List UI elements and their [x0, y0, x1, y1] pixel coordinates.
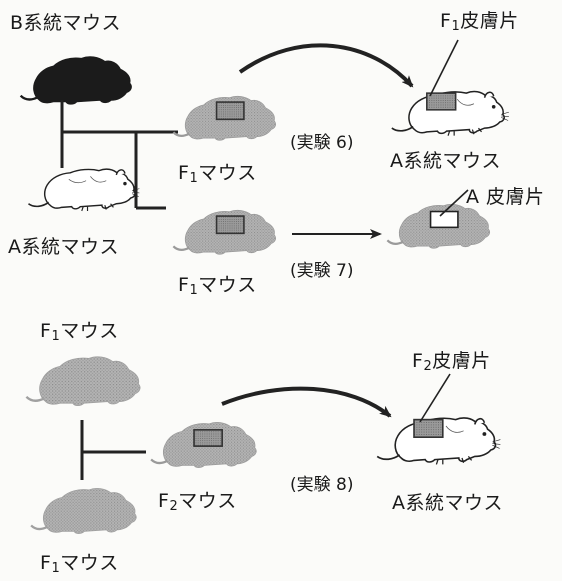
experiment-8-label: (実験 8) — [290, 475, 354, 495]
a-skin-pointer — [439, 189, 469, 217]
a-strain-recipient-exp8-label: A系統マウス — [392, 492, 503, 514]
a-strain-recipient-exp8 — [376, 417, 502, 466]
a-strain-recipient-exp6-label: A系統マウス — [390, 150, 501, 172]
cross-lines-bottom — [80, 420, 146, 480]
a-skin-label: A 皮膚片 — [466, 186, 545, 208]
f2-skin-label: F2皮膚片 — [412, 350, 491, 374]
f1-label-exp6: F1マウス — [178, 162, 257, 186]
f1-skin-label: F1皮膚片 — [440, 10, 519, 34]
f1-recipient-exp7 — [386, 203, 491, 250]
a-strain-parent-mouse — [27, 168, 141, 212]
f1-mouse-exp6 — [172, 95, 277, 142]
f2-skin-pointer — [419, 373, 451, 423]
a-strain-recipient-exp6 — [391, 90, 510, 137]
transplant-arrow-exp6 — [238, 43, 414, 88]
f1-mouse-exp7 — [172, 209, 277, 256]
b-strain-label: B系統マウス — [10, 12, 122, 34]
experiment-7-label: (実験 7) — [290, 261, 354, 281]
f2-label: F2マウス — [158, 490, 237, 514]
f1-label-exp7: F1マウス — [178, 274, 257, 298]
cross-lines-top — [60, 100, 178, 210]
f1-top-parent-label: F1マウス — [40, 320, 119, 344]
f1-parent-bottom-mouse — [30, 487, 138, 535]
experiment-6-label: (実験 6) — [290, 133, 354, 153]
f1-parent-top-mouse — [25, 355, 142, 407]
a-strain-parent-label: A系統マウス — [8, 236, 119, 258]
f1-skin-pointer — [429, 39, 459, 97]
b-strain-mouse — [19, 55, 133, 106]
f1-bottom-parent-label: F1マウス — [40, 552, 119, 576]
transplant-arrow-exp8 — [221, 386, 392, 418]
f2-mouse — [150, 421, 258, 469]
